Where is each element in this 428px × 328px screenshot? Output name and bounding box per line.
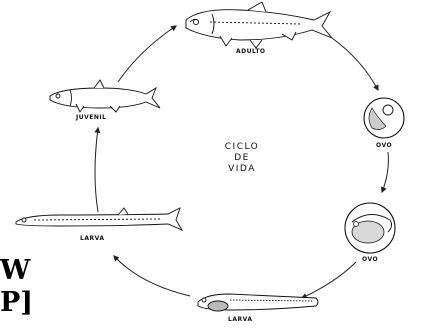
cycle-title-line-1: CICLO: [212, 142, 272, 153]
egg-illustration-1: [364, 98, 404, 138]
stage-label-adulto: ADULTO: [236, 48, 266, 55]
arrow-egg-to-egg: [382, 152, 388, 192]
larva-illustration-left: [16, 208, 182, 230]
arrow-larva-to-larva: [114, 256, 190, 296]
stage-label-juvenil: JUVENIL: [76, 114, 106, 121]
arrow-adult-to-egg: [332, 38, 378, 90]
adult-fish-illustration: [186, 2, 332, 48]
arrow-juvenile-to-adult: [118, 26, 176, 82]
larva-illustration-bottom: [198, 294, 318, 311]
egg-illustration-2: [345, 203, 395, 253]
cut-off-text-line-2: P]: [0, 289, 33, 316]
stage-label-ovo-2: OVO: [362, 256, 378, 263]
juvenile-fish-illustration: [50, 80, 160, 112]
arrow-egg-to-larva: [302, 262, 356, 298]
stage-label-ovo-1: OVO: [376, 142, 392, 149]
cut-off-text-line-1: W: [0, 257, 30, 284]
cycle-title-line-3: VIDA: [212, 164, 272, 175]
arrow-larva-to-juvenile: [95, 128, 98, 212]
stage-label-larva-bottom: LARVA: [228, 316, 252, 323]
cycle-title: CICLO DE VIDA: [212, 142, 272, 175]
cycle-title-line-2: DE: [212, 153, 272, 164]
stage-label-larva-left: LARVA: [80, 235, 104, 242]
